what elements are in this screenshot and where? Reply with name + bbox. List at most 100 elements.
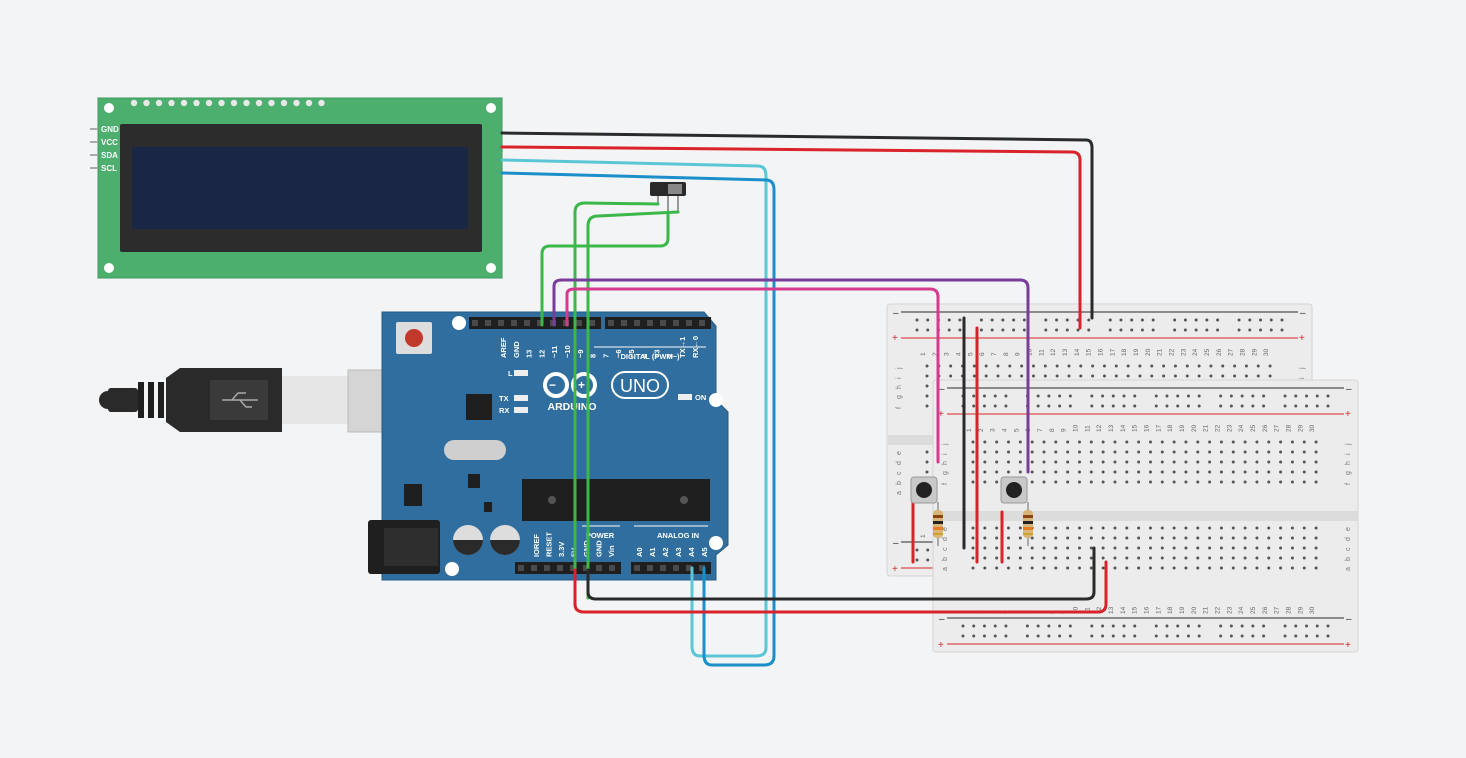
header-socket[interactable]: [673, 565, 679, 571]
column-number: 16: [1097, 348, 1104, 356]
wire-gnd[interactable]: [586, 546, 1096, 601]
pin-label: 13: [525, 350, 534, 358]
row-letter: a: [1345, 567, 1352, 571]
header-socket[interactable]: [544, 565, 550, 571]
pin-label: 3.3V: [557, 542, 566, 557]
lcd-header-pin: [193, 99, 200, 107]
wire-5v[interactable]: [573, 560, 1108, 614]
header-socket[interactable]: [518, 565, 524, 571]
arduino-logo-icon: [543, 372, 597, 398]
pushbutton-1[interactable]: [910, 476, 938, 504]
column-number: 26: [1262, 424, 1269, 432]
column-number: 11: [1084, 425, 1091, 432]
column-number: 25: [1250, 424, 1257, 432]
column-number: 30: [1309, 424, 1316, 432]
dc-power-jack[interactable]: [368, 520, 440, 574]
header-socket[interactable]: [634, 565, 640, 571]
wire-lcd-gnd[interactable]: [500, 131, 1094, 320]
header-socket[interactable]: [485, 320, 491, 326]
header-socket[interactable]: [647, 565, 653, 571]
wire-lcd-sda[interactable]: [500, 158, 768, 658]
pin-label: A2: [661, 547, 670, 557]
wire-lcd-scl[interactable]: [500, 171, 776, 667]
header-socket[interactable]: [660, 320, 666, 326]
header-socket[interactable]: [531, 565, 537, 571]
column-number: 14: [1120, 424, 1127, 432]
row-letter: i: [1345, 453, 1352, 455]
wire-lcd-vcc[interactable]: [500, 145, 1082, 330]
column-number: 17: [1109, 348, 1116, 356]
column-number: 12: [1096, 424, 1103, 432]
column-number: 13: [1108, 606, 1115, 614]
column-number: 19: [1133, 348, 1140, 356]
header-socket[interactable]: [511, 320, 517, 326]
header-socket[interactable]: [609, 565, 615, 571]
wire-switch-a[interactable]: [540, 210, 670, 327]
row-letter: i: [896, 377, 903, 379]
column-number: 25: [1250, 606, 1257, 614]
header-socket[interactable]: [660, 565, 666, 571]
header-socket[interactable]: [647, 320, 653, 326]
header-socket[interactable]: [699, 565, 705, 571]
header-socket[interactable]: [524, 320, 530, 326]
row-letter: d: [896, 461, 903, 465]
resistor-1[interactable]: [933, 502, 943, 546]
slide-switch[interactable]: [650, 182, 686, 212]
pin-label: A1: [648, 547, 657, 557]
header-socket[interactable]: [498, 320, 504, 326]
row-letter: h: [896, 385, 903, 389]
column-number: 3: [990, 428, 997, 432]
column-number: 14: [1074, 348, 1081, 356]
header-socket[interactable]: [673, 320, 679, 326]
column-number: 8: [1049, 428, 1056, 432]
row-letter: d: [1345, 537, 1352, 541]
analog-in-label: ANALOG IN: [657, 531, 699, 540]
wire-switch-b[interactable]: [586, 210, 680, 600]
header-socket[interactable]: [686, 320, 692, 326]
svg-text:−: −: [549, 378, 556, 392]
column-number: 10: [1072, 424, 1079, 432]
lcd-header-pin: [205, 99, 213, 107]
lcd-header-pin: [155, 99, 163, 107]
reset-button[interactable]: [396, 322, 432, 354]
column-number: 7: [991, 352, 998, 356]
header-socket[interactable]: [570, 565, 576, 571]
header-socket[interactable]: [583, 565, 589, 571]
header-socket[interactable]: [596, 565, 602, 571]
column-number: 11: [1084, 607, 1091, 614]
row-letter: c: [1345, 547, 1352, 551]
wire-pin10-button1[interactable]: [565, 287, 940, 464]
header-socket[interactable]: [699, 320, 705, 326]
lcd-display[interactable]: GND VCC SDA SCL: [90, 97, 503, 279]
column-number: 29: [1297, 424, 1304, 432]
row-letter: j: [1345, 443, 1352, 446]
breadboard-bottom[interactable]: –+–+–+–+11223344556677889910101111121213…: [932, 379, 1359, 653]
header-socket[interactable]: [608, 320, 614, 326]
header-socket[interactable]: [537, 320, 543, 326]
lcd-header-pin: [143, 99, 150, 107]
pushbutton-2[interactable]: [1000, 476, 1028, 504]
row-letter: f: [896, 407, 903, 409]
column-number: 15: [1132, 424, 1139, 432]
column-number: 18: [1167, 606, 1174, 614]
header-socket[interactable]: [472, 320, 478, 326]
header-socket[interactable]: [634, 320, 640, 326]
row-letter: i: [942, 453, 949, 455]
header-socket[interactable]: [621, 320, 627, 326]
resistor-2[interactable]: [1023, 502, 1033, 546]
header-socket[interactable]: [686, 565, 692, 571]
header-socket[interactable]: [576, 320, 582, 326]
wire-switch-pin12[interactable]: [573, 201, 660, 600]
header-socket[interactable]: [589, 320, 595, 326]
lcd-header-pin: [218, 99, 225, 107]
column-number: 10: [1072, 606, 1079, 614]
pin-label: ~10: [563, 345, 572, 358]
pin-label: 8: [589, 354, 598, 358]
lcd-screen: [132, 147, 468, 229]
header-socket[interactable]: [557, 565, 563, 571]
wire-pin11-button2[interactable]: [552, 278, 1030, 474]
pin-label: GND: [595, 540, 604, 557]
